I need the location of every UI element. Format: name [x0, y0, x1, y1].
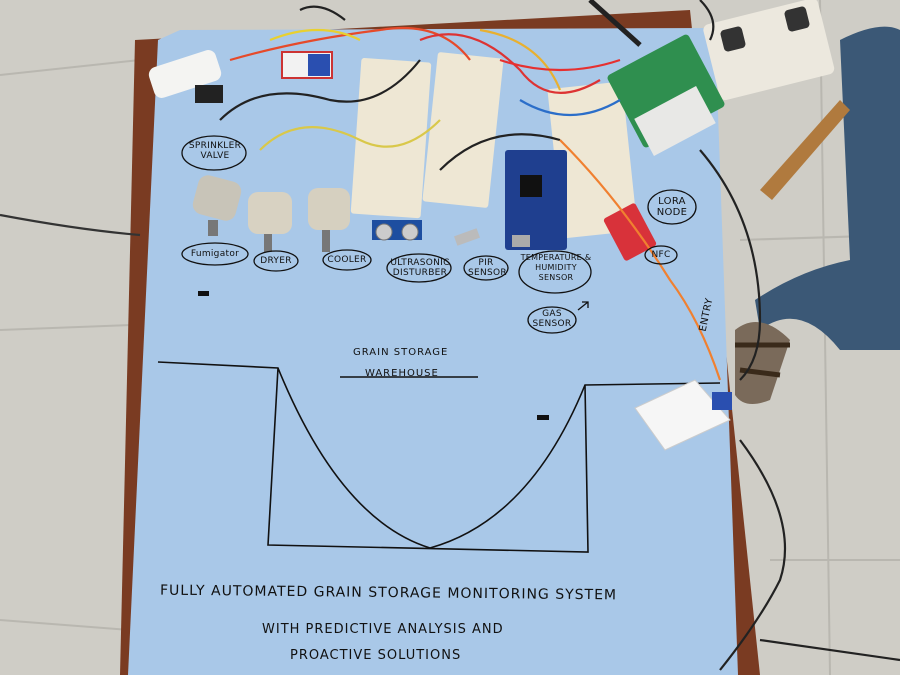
breadboard [547, 81, 638, 239]
power-strip [703, 0, 835, 101]
label-ultrasonic-disturber: ULTRASONIC DISTURBER [390, 258, 450, 278]
poster-title-line3: PROACTIVE SOLUTIONS [290, 648, 462, 663]
label-fumigator: Fumigator [190, 249, 240, 259]
motor-dryer [248, 192, 292, 252]
ultrasonic-sensor [372, 220, 422, 241]
marker-dot [198, 291, 209, 296]
label-dryer: DRYER [260, 256, 292, 266]
label-temperature-humidity-sensor: TEMPERATURE & HUMIDITY SENSOR [520, 253, 592, 282]
chair-leg [760, 100, 850, 200]
motor-cooler [308, 188, 350, 252]
motor-fumigator [192, 175, 242, 236]
battery [281, 51, 333, 79]
pir-sensor [454, 228, 480, 246]
label-warehouse: WAREHOUSE [365, 368, 439, 379]
label-outlines [181, 135, 697, 334]
label-grain-storage: GRAIN STORAGE [353, 347, 449, 358]
breadboard [350, 58, 432, 219]
sprinkler-valve-device [148, 50, 223, 103]
label-sprinkler-valve: SPRINKLER VALVE [188, 141, 242, 161]
label-lora-node: LORA NODE [656, 196, 688, 218]
lora-board [607, 34, 725, 156]
breadboard [422, 52, 504, 208]
nfc-board [603, 203, 657, 261]
marker-dot [537, 415, 549, 420]
poster-title-line2: WITH PREDICTIVE ANALYSIS AND [262, 622, 504, 637]
entry-gate [634, 379, 732, 451]
label-cooler: COOLER [327, 255, 367, 265]
label-gas-sensor: GAS SENSOR [532, 309, 572, 329]
label-pir-sensor: PIR SENSOR [468, 258, 507, 278]
label-nfc: NFC [651, 250, 671, 260]
warehouse-outline [157, 361, 721, 553]
arduino-board [505, 150, 567, 250]
